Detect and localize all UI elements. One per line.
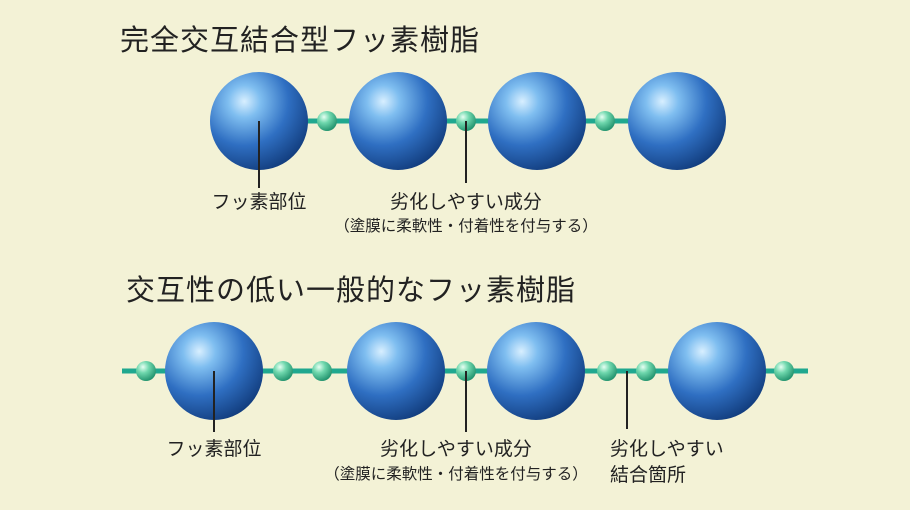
diagram-a-label-weak: 劣化しやすい成分	[390, 191, 542, 213]
chain-a-fluoro-unit-4	[628, 72, 726, 170]
chain-a-fluoro-unit-2	[349, 72, 447, 170]
chain-b-link-2	[273, 361, 293, 381]
diagram-a-label-fluoro: フッ素部位	[211, 191, 307, 213]
chain-b-link-3	[312, 361, 332, 381]
diagram-b-label-weak: 劣化しやすい成分	[380, 438, 532, 460]
chain-b	[122, 322, 808, 432]
chain-b-fluoro-unit-2	[347, 322, 445, 420]
diagram-b-label-bond-line1: 劣化しやすい	[610, 438, 724, 460]
diagram-b-title: 交互性の低い一般的なフッ素樹脂	[126, 273, 577, 307]
chain-b-fluoro-unit-4	[668, 322, 766, 420]
chain-a	[210, 72, 726, 188]
chain-b-link-1	[136, 361, 156, 381]
chain-a-link-3	[595, 111, 615, 131]
chain-a-link-1	[317, 111, 337, 131]
diagram-a-title: 完全交互結合型フッ素樹脂	[120, 23, 481, 57]
chain-b-link-7	[774, 361, 794, 381]
diagram-b-label-fluoro: フッ素部位	[166, 438, 262, 460]
chain-b-link-5	[597, 361, 617, 381]
chain-b-link-6	[636, 361, 656, 381]
chain-b-fluoro-unit-3	[487, 322, 585, 420]
chain-a-fluoro-unit-3	[488, 72, 586, 170]
diagram-a-note-weak: （塗膜に柔軟性・付着性を付与する）	[334, 217, 598, 235]
diagram-b-label-bond-line2: 結合箇所	[610, 464, 687, 486]
diagram-b-note-weak: （塗膜に柔軟性・付着性を付与する）	[324, 465, 588, 483]
